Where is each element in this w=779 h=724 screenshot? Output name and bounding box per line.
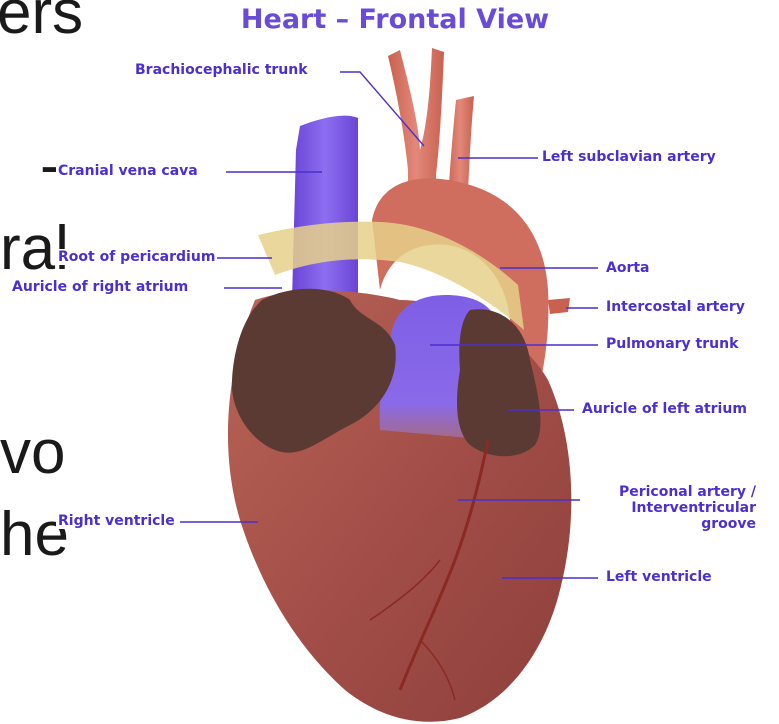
diagram-title: Heart – Frontal View — [230, 4, 560, 35]
label-aorta: Aorta — [604, 260, 652, 276]
intercostal-artery — [548, 298, 570, 314]
label-auricle-right-atrium: Auricle of right atrium — [10, 279, 190, 295]
label-root-of-pericardium: Root of pericardium — [56, 249, 217, 265]
label-periconal-artery: Periconal artery / Interventricular groo… — [580, 484, 756, 532]
label-brachiocephalic-trunk: Brachiocephalic trunk — [133, 62, 310, 78]
label-left-ventricle: Left ventricle — [604, 569, 714, 585]
label-intercostal-artery: Intercostal artery — [604, 299, 747, 315]
label-left-subclavian-artery: Left subclavian artery — [540, 149, 718, 165]
label-cranial-vena-cava: Cranial vena cava — [56, 163, 200, 179]
label-right-ventricle: Right ventricle — [56, 513, 177, 529]
label-pulmonary-trunk: Pulmonary trunk — [604, 336, 740, 352]
label-auricle-left-atrium: Auricle of left atrium — [580, 401, 749, 417]
cranial-vena-cava — [292, 116, 358, 300]
